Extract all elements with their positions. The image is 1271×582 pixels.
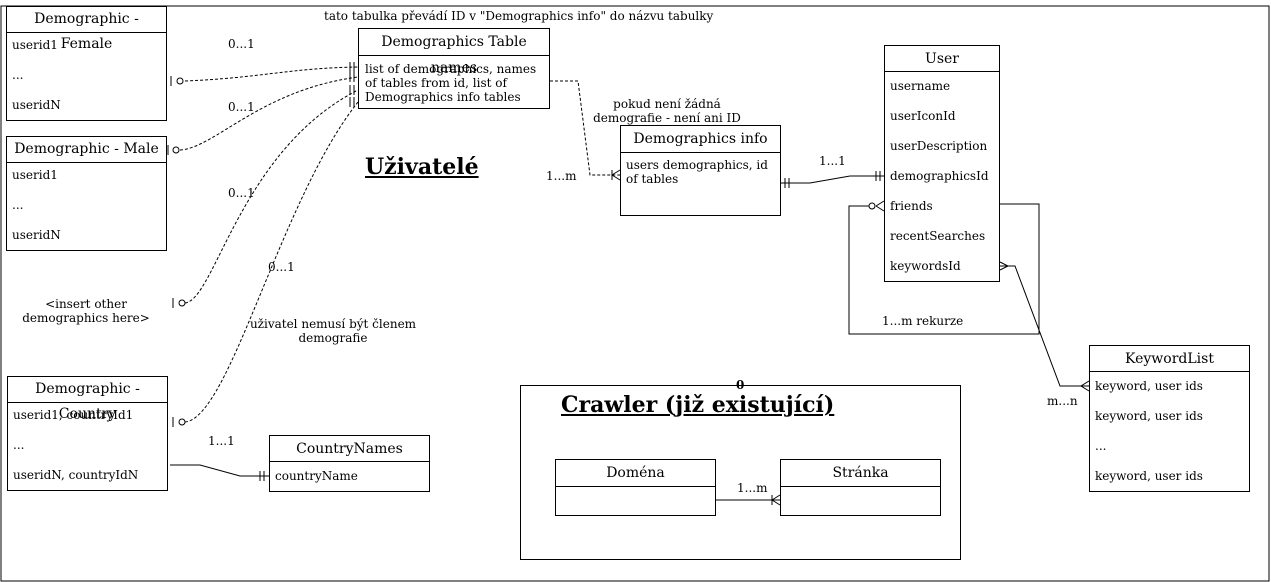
- other-circle-marker: [178, 299, 186, 307]
- entity-row: userDescription: [890, 139, 988, 153]
- country-to-countrynames-line: [170, 464, 269, 477]
- entity-row: ...: [1095, 439, 1107, 453]
- entity-row: userIconId: [890, 109, 956, 123]
- male-circle-marker: [172, 146, 180, 154]
- main-title: Uživatelé: [365, 154, 479, 180]
- entity-demographics-info: Demographics info users demographics, id…: [620, 125, 781, 216]
- entity-keyword-list: KeywordList keyword, user ids keyword, u…: [1089, 345, 1250, 492]
- entity-user: User username userIconId userDescription…: [884, 45, 1000, 282]
- crawler-container: [520, 385, 961, 560]
- entity-header: User: [885, 46, 999, 72]
- cardinality-country: 0...1: [268, 260, 295, 274]
- entity-page: Stránka: [780, 459, 941, 516]
- entity-demographic-female: Demographic - Female userid1 ... useridN: [6, 6, 167, 121]
- cardinality-female: 0...1: [228, 37, 255, 51]
- cardinality-male: 0...1: [228, 100, 255, 114]
- entity-row: ...: [13, 438, 25, 452]
- cardinality-other: 0...1: [228, 186, 255, 200]
- entity-row: ...: [12, 198, 24, 212]
- entity-row: username: [890, 79, 951, 93]
- entity-row: useridN, countryIdN: [13, 468, 139, 482]
- entity-header: Demographic - Country: [8, 377, 167, 422]
- entity-row: keyword, user ids: [1095, 469, 1203, 483]
- entity-header: KeywordList: [1090, 346, 1249, 372]
- female-circle-marker: [176, 77, 184, 85]
- entity-row: useridN: [12, 228, 61, 242]
- entity-header: Demographic - Female: [7, 7, 166, 52]
- insert-other-demographics: <insert other demographics here>: [22, 297, 150, 325]
- entity-header: Demographic - Male: [7, 137, 166, 163]
- entity-demographic-male: Demographic - Male userid1 ... useridN: [6, 136, 167, 251]
- entity-row: keyword, user ids: [1095, 379, 1203, 393]
- cardinality-info-in: 1...m: [546, 169, 577, 183]
- entity-row: demographicsId: [890, 169, 989, 183]
- cardinality-info-user: 1...1: [819, 154, 846, 168]
- entity-row: recentSearches: [890, 229, 986, 243]
- cardinality-keywords: m...n: [1047, 394, 1078, 408]
- entity-domain: Doména: [555, 459, 716, 516]
- crawler-title: Crawler (již existující): [561, 392, 835, 418]
- tablenames-to-info-line: [550, 80, 620, 176]
- entity-row: friends: [890, 199, 933, 213]
- female-to-tablenames-line: [184, 66, 359, 82]
- entity-demographics-table-names: Demographics Table names list of demogra…: [358, 28, 550, 109]
- no-demographic-note: pokud není žádná demografie - není ani I…: [593, 97, 741, 125]
- entity-row: keywordsId: [890, 259, 961, 273]
- entity-row: keyword, user ids: [1095, 409, 1203, 423]
- keywords-to-keywordlist-line: [999, 265, 1089, 387]
- entity-row: countryName: [275, 469, 358, 483]
- country-circle-marker: [178, 418, 186, 426]
- entity-body: users demographics, id of tables: [626, 158, 768, 186]
- entity-country-names: CountryNames countryName: [269, 435, 430, 492]
- entity-header: Doména: [556, 460, 715, 487]
- cardinality-recursion: 1...m rekurze: [882, 314, 964, 328]
- entity-header: CountryNames: [270, 436, 429, 462]
- entity-body: list of demographics, names of tables fr…: [365, 62, 537, 104]
- outer-border: [0, 5, 1270, 582]
- friends-recursion-line: [848, 203, 1040, 335]
- entity-header: Demographics Table names: [359, 29, 549, 76]
- top-note: tato tabulka převádí ID v "Demographics …: [324, 9, 714, 23]
- entity-header: Stránka: [781, 460, 940, 487]
- crawler-zero-label: 0: [736, 378, 745, 392]
- entity-row: userid1: [12, 38, 58, 52]
- cardinality-country-names: 1...1: [208, 434, 235, 448]
- country-to-tablenames-line: [184, 101, 359, 423]
- not-member-note: uživatel nemusí být členem demografie: [249, 317, 417, 345]
- entity-demographic-country: Demographic - Country userid1, countryId…: [7, 376, 168, 491]
- entity-row: userid1: [12, 168, 58, 182]
- cardinality-crawler: 1...m: [737, 481, 768, 495]
- male-to-tablenames-line: [179, 76, 359, 151]
- entity-header: Demographics info: [621, 126, 780, 153]
- entity-row: useridN: [12, 98, 61, 112]
- entity-row: userid1, countryId1: [13, 408, 134, 422]
- info-to-user-line: [781, 175, 884, 184]
- entity-row: ...: [12, 68, 24, 82]
- other-to-tablenames-line: [184, 89, 359, 304]
